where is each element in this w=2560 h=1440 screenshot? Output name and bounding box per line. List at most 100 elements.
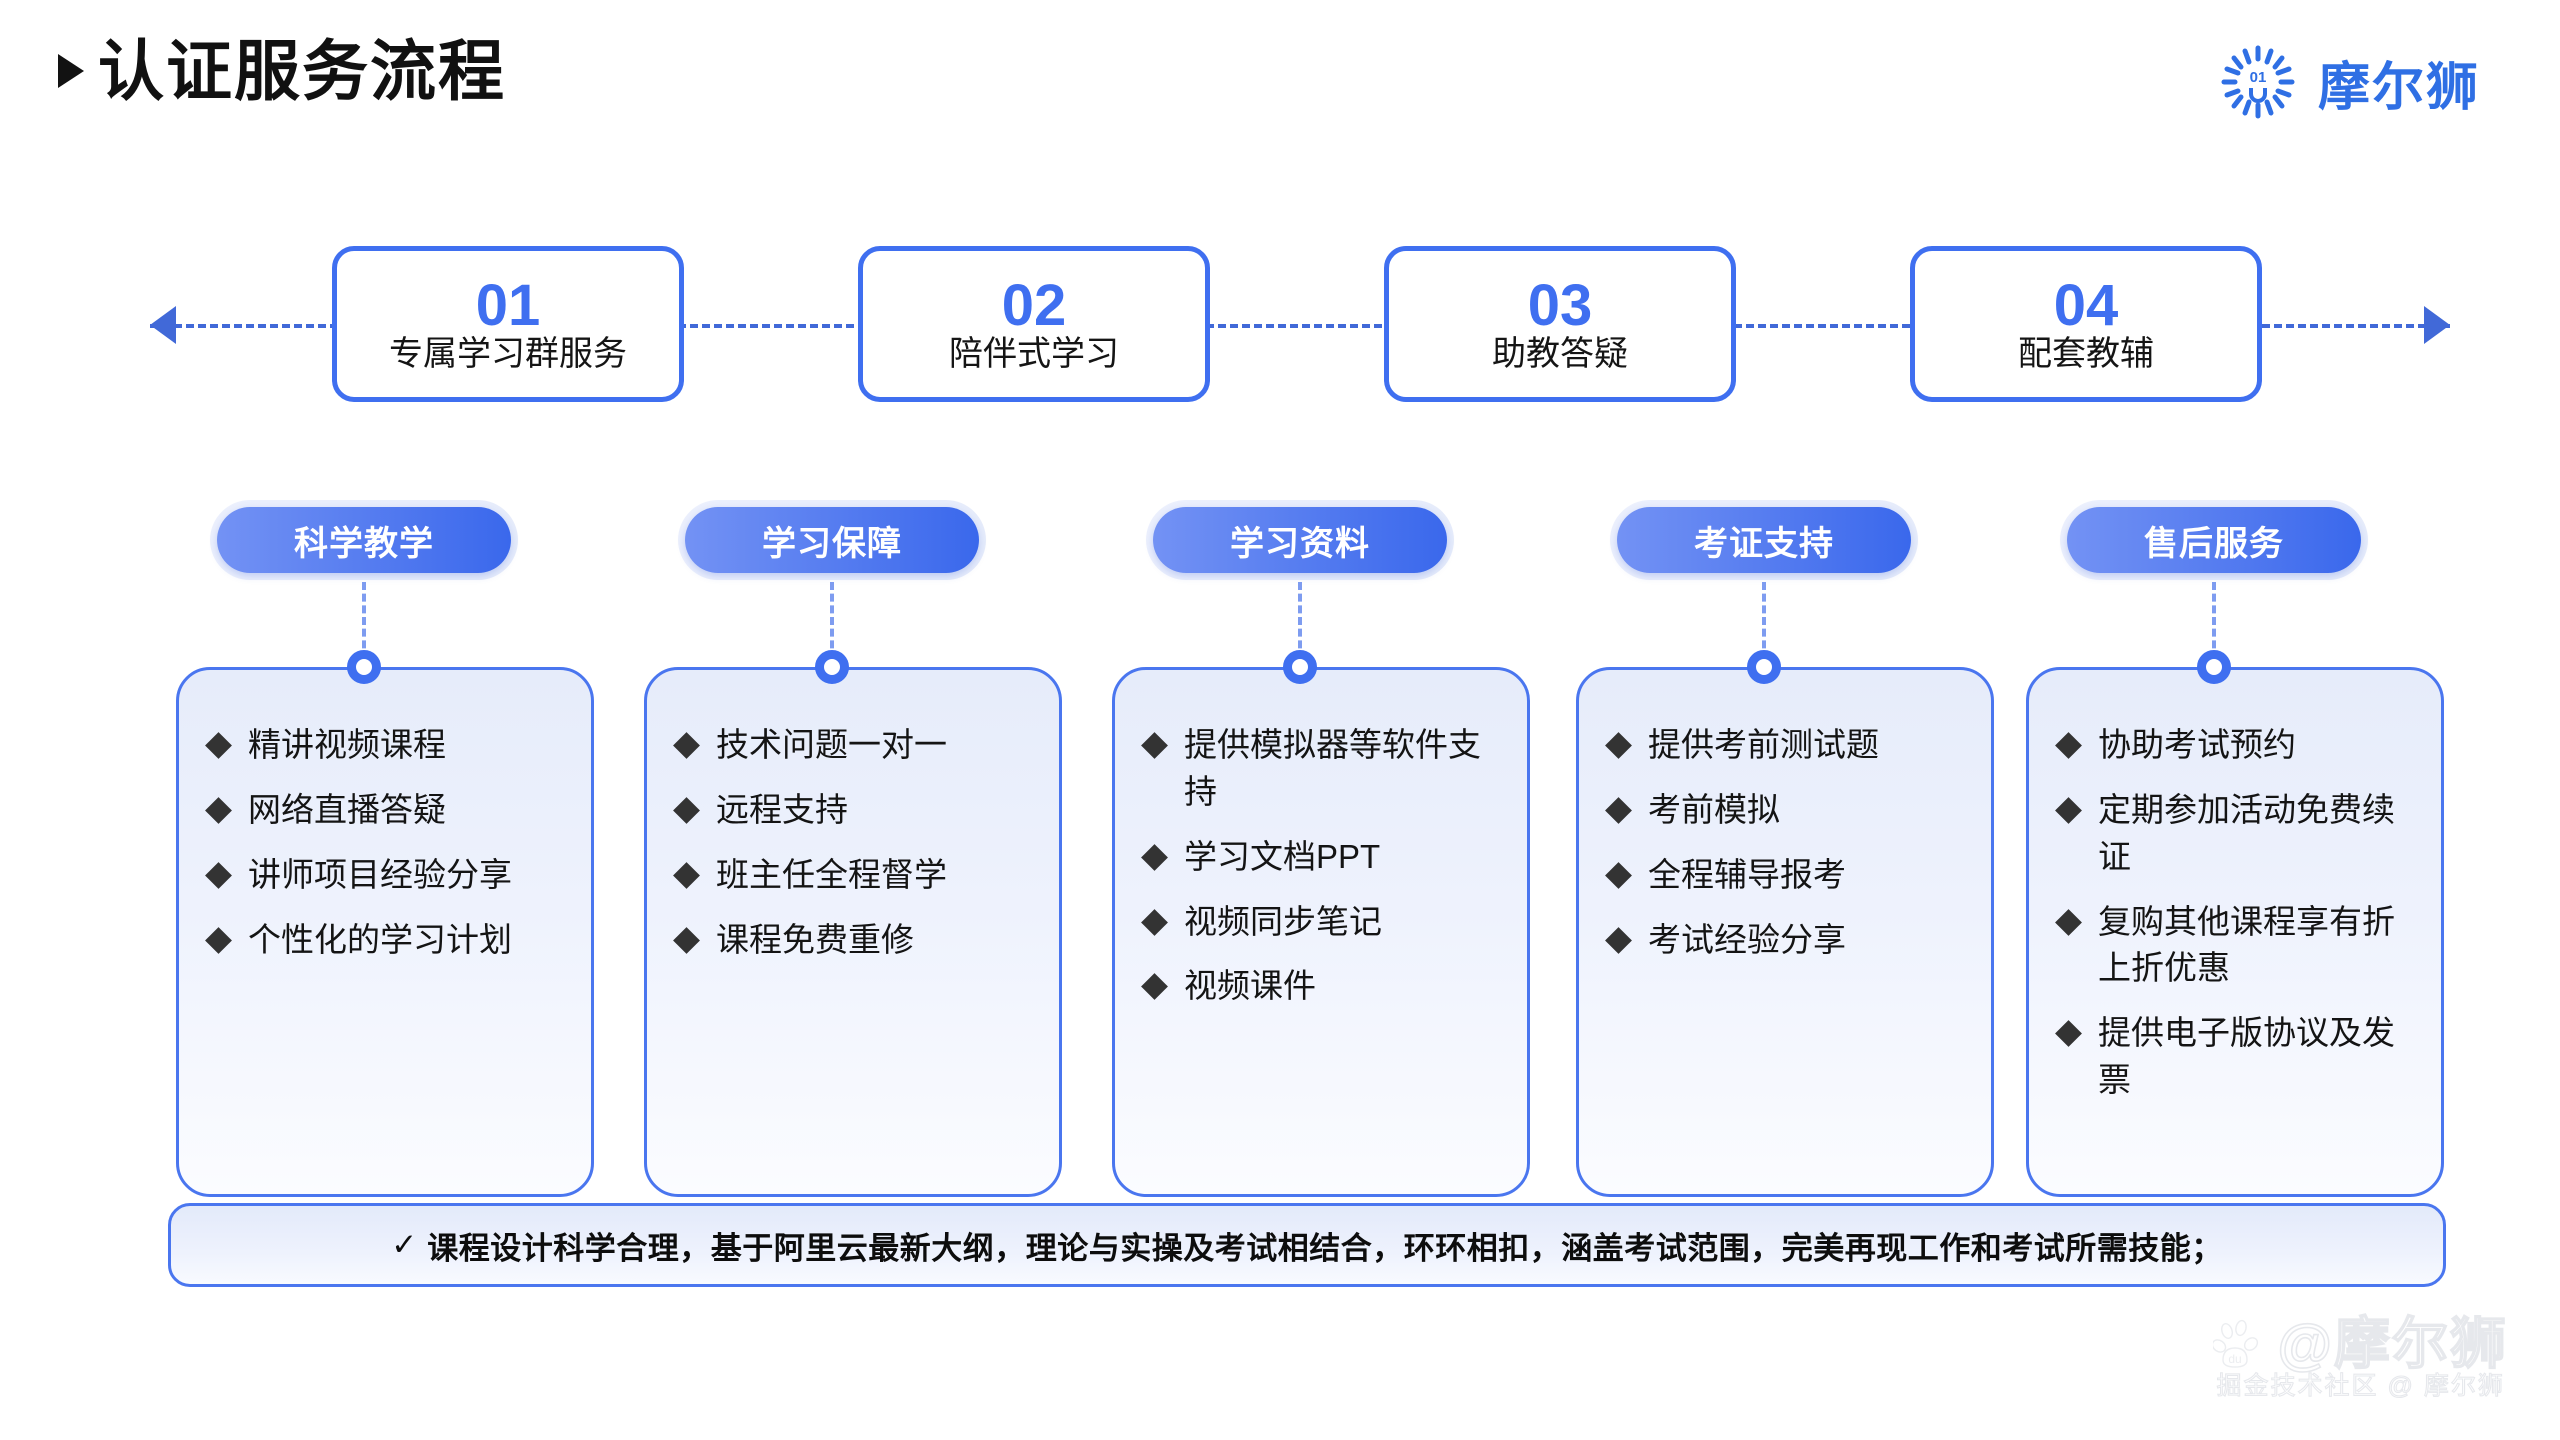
list-item-label: 讲师项目经验分享 bbox=[248, 855, 512, 893]
list-item: 技术问题一对一 bbox=[673, 722, 1031, 769]
list-item: 讲师项目经验分享 bbox=[205, 852, 563, 899]
arrow-left-icon bbox=[150, 306, 176, 344]
list-item: 提供电子版协议及发票 bbox=[2055, 1010, 2413, 1104]
list-item: 复购其他课程享有折上折优惠 bbox=[2055, 899, 2413, 993]
diamond-bullet-icon bbox=[673, 861, 700, 889]
flow-dashed-line bbox=[150, 324, 2450, 328]
flow-step-4[interactable]: 04 配套教辅 bbox=[1910, 246, 2262, 402]
list-item-label: 协助考试预约 bbox=[2098, 726, 2296, 763]
pill-body: 学习保障 bbox=[685, 507, 979, 573]
list-item-label: 考试经验分享 bbox=[1648, 920, 1846, 958]
summary-banner-text: 课程设计科学合理，基于阿里云最新大纲，理论与实操及考试相结合，环环相扣，涵盖考试… bbox=[427, 1230, 2223, 1266]
flow-step-label: 助教答疑 bbox=[1492, 335, 1628, 373]
diamond-bullet-icon bbox=[205, 732, 232, 759]
flow-step-3[interactable]: 03 助教答疑 bbox=[1384, 246, 1736, 402]
flow-step-label: 专属学习群服务 bbox=[389, 335, 627, 373]
feature-card-1: 精讲视频课程 网络直播答疑 讲师项目经验分享 个性化的学习计划 bbox=[176, 667, 594, 1197]
pill-body: 售后服务 bbox=[2067, 507, 2361, 573]
diamond-bullet-icon bbox=[673, 732, 700, 759]
list-item-label: 精讲视频课程 bbox=[248, 726, 446, 763]
watermark: du @摩尔狮 掘金技术社区 @ 摩尔狮 bbox=[2212, 1312, 2508, 1402]
triangle-right-icon bbox=[58, 54, 84, 88]
diamond-bullet-icon bbox=[1605, 732, 1632, 759]
list-item-label: 提供电子版协议及发票 bbox=[2098, 1014, 2395, 1099]
list-item: 远程支持 bbox=[673, 787, 1031, 834]
flow-step-1[interactable]: 01 专属学习群服务 bbox=[332, 246, 684, 402]
list-item: 定期参加活动免费续证 bbox=[2055, 787, 2413, 881]
diamond-bullet-icon bbox=[1141, 843, 1168, 871]
diamond-bullet-icon bbox=[2055, 796, 2082, 824]
logo-mark-number: 01 bbox=[2250, 69, 2267, 86]
diamond-bullet-icon bbox=[2055, 732, 2082, 759]
list-item-label: 复购其他课程享有折上折优惠 bbox=[2098, 902, 2395, 987]
list-item: 视频课件 bbox=[1141, 963, 1499, 1010]
pill-label: 学习保障 bbox=[762, 524, 902, 563]
list-item-label: 视频同步笔记 bbox=[1184, 902, 1382, 940]
feature-card-2: 技术问题一对一 远程支持 班主任全程督学 课程免费重修 bbox=[644, 667, 1062, 1197]
list-item-label: 考前模拟 bbox=[1648, 790, 1780, 828]
baidu-paw-icon: du bbox=[2212, 1318, 2265, 1370]
category-pill-5[interactable]: 售后服务 bbox=[2060, 500, 2368, 580]
watermark-source: 掘金技术社区 @ 摩尔狮 bbox=[2216, 1371, 2505, 1400]
connector-node-5 bbox=[2197, 650, 2231, 684]
brand-logo: 01 摩尔狮 bbox=[2220, 44, 2480, 120]
connector-line-3 bbox=[1298, 582, 1302, 660]
pill-body: 考证支持 bbox=[1617, 507, 1911, 573]
list-item: 全程辅导报考 bbox=[1605, 852, 1963, 899]
list-item-label: 班主任全程督学 bbox=[716, 855, 947, 893]
category-pill-1[interactable]: 科学教学 bbox=[210, 500, 518, 580]
arrow-right-icon bbox=[2424, 306, 2450, 344]
list-item: 班主任全程督学 bbox=[673, 852, 1031, 899]
page-title: 认证服务流程 bbox=[98, 34, 506, 108]
list-item: 考试经验分享 bbox=[1605, 917, 1963, 964]
flow-step-label: 陪伴式学习 bbox=[949, 335, 1119, 373]
feature-card-3: 提供模拟器等软件支持 学习文档PPT 视频同步笔记 视频课件 bbox=[1112, 667, 1530, 1197]
category-pill-2[interactable]: 学习保障 bbox=[678, 500, 986, 580]
pill-body: 学习资料 bbox=[1153, 507, 1447, 573]
list-item-label: 提供模拟器等软件支持 bbox=[1184, 726, 1481, 810]
diamond-bullet-icon bbox=[1141, 732, 1168, 759]
watermark-row: du @摩尔狮 bbox=[2212, 1312, 2508, 1375]
process-flow: 01 专属学习群服务 02 陪伴式学习 03 助教答疑 04 配套教辅 bbox=[0, 246, 2560, 406]
list-item: 提供模拟器等软件支持 bbox=[1141, 722, 1499, 816]
list-item: 学习文档PPT bbox=[1141, 834, 1499, 881]
list-item-label: 视频课件 bbox=[1184, 967, 1316, 1005]
list-item: 精讲视频课程 bbox=[205, 722, 563, 769]
category-pill-4[interactable]: 考证支持 bbox=[1610, 500, 1918, 580]
diamond-bullet-icon bbox=[205, 861, 232, 889]
pill-label: 学习资料 bbox=[1230, 524, 1370, 563]
radial-burst-icon: 01 bbox=[2220, 44, 2296, 120]
list-item: 提供考前测试题 bbox=[1605, 722, 1963, 769]
diamond-bullet-icon bbox=[673, 926, 700, 954]
diamond-bullet-icon bbox=[1605, 796, 1632, 824]
connector-node-1 bbox=[347, 650, 381, 684]
list-item-label: 网络直播答疑 bbox=[248, 790, 446, 828]
connector-line-4 bbox=[1762, 582, 1766, 660]
connector-line-2 bbox=[830, 582, 834, 660]
flow-step-2[interactable]: 02 陪伴式学习 bbox=[858, 246, 1210, 402]
connector-node-2 bbox=[815, 650, 849, 684]
list-item-label: 个性化的学习计划 bbox=[248, 920, 512, 958]
list-item: 视频同步笔记 bbox=[1141, 899, 1499, 946]
category-pill-row: 科学教学 学习保障 学习资料 考证支持 售后服务 bbox=[0, 500, 2560, 580]
flow-step-number: 04 bbox=[2053, 273, 2119, 338]
diamond-bullet-icon bbox=[2055, 908, 2082, 936]
category-pill-3[interactable]: 学习资料 bbox=[1146, 500, 1454, 580]
brand-name: 摩尔狮 bbox=[2317, 58, 2480, 117]
flow-step-label: 配套教辅 bbox=[2018, 335, 2154, 373]
list-item: 考前模拟 bbox=[1605, 787, 1963, 834]
list-item-label: 课程免费重修 bbox=[716, 920, 914, 958]
list-item: 协助考试预约 bbox=[2055, 722, 2413, 769]
pill-body: 科学教学 bbox=[217, 507, 511, 573]
list-item: 网络直播答疑 bbox=[205, 787, 563, 834]
list-item-label: 提供考前测试题 bbox=[1648, 726, 1879, 763]
diamond-bullet-icon bbox=[1605, 861, 1632, 889]
flow-step-number: 01 bbox=[475, 273, 541, 338]
watermark-handle: @摩尔狮 bbox=[2277, 1312, 2508, 1375]
page-header: 认证服务流程 bbox=[0, 0, 2560, 160]
flow-step-number: 03 bbox=[1527, 273, 1593, 338]
summary-banner: ✓ 课程设计科学合理，基于阿里云最新大纲，理论与实操及考试相结合，环环相扣，涵盖… bbox=[168, 1203, 2446, 1287]
diamond-bullet-icon bbox=[205, 926, 232, 954]
connector-node-3 bbox=[1283, 650, 1317, 684]
feature-card-4: 提供考前测试题 考前模拟 全程辅导报考 考试经验分享 bbox=[1576, 667, 1994, 1197]
